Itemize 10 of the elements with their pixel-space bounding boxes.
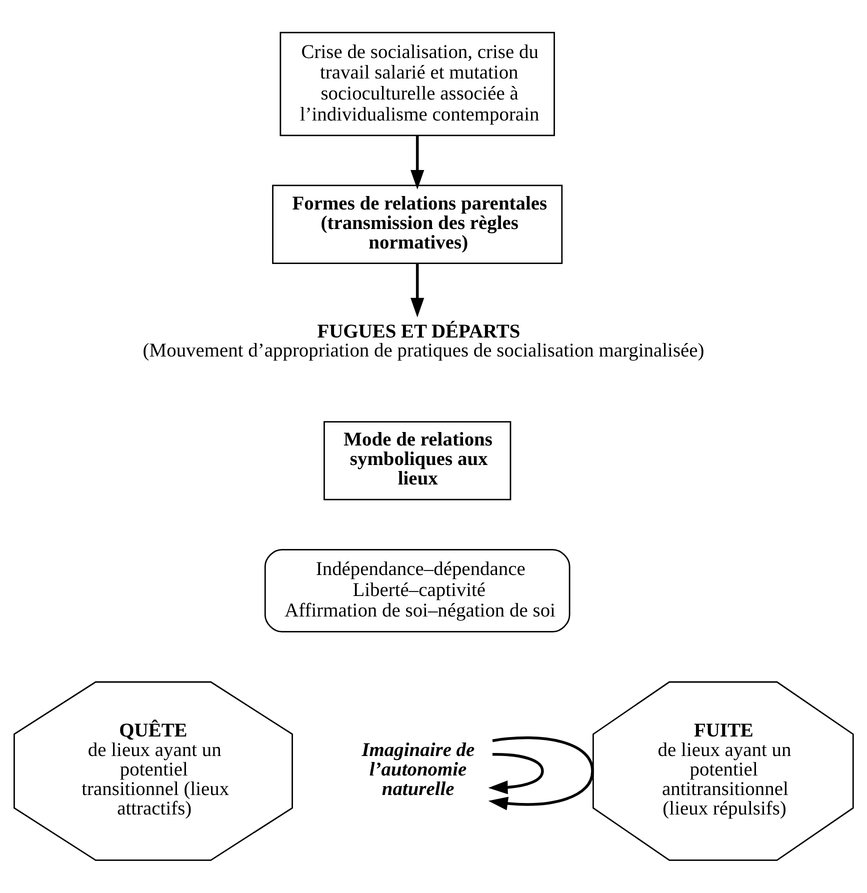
node-text: FUGUES ET DÉPARTS (Mouvement d’appropriation de pratiques de socialisation marginalisée) [142,321,704,362]
node-box: Formes de relations parentales (transmission des règles normatives) [272,184,563,264]
node-box: Crise de socialisation, crise du travail salarié et mutation socioculturelle associée à l’individualisme contemporain [280,32,555,136]
arrow [410,264,424,318]
arrow [488,753,544,794]
arrow [410,135,424,190]
node-text: Imaginaire de l’autonomie naturelle [362,740,475,800]
node-box: Mode de relations symboliques aux lieux [324,421,512,500]
node-box: Indépendance–dépendance Liberté–captivité Affirmation de soi–négation de soi [264,548,570,632]
arrow [488,736,594,810]
